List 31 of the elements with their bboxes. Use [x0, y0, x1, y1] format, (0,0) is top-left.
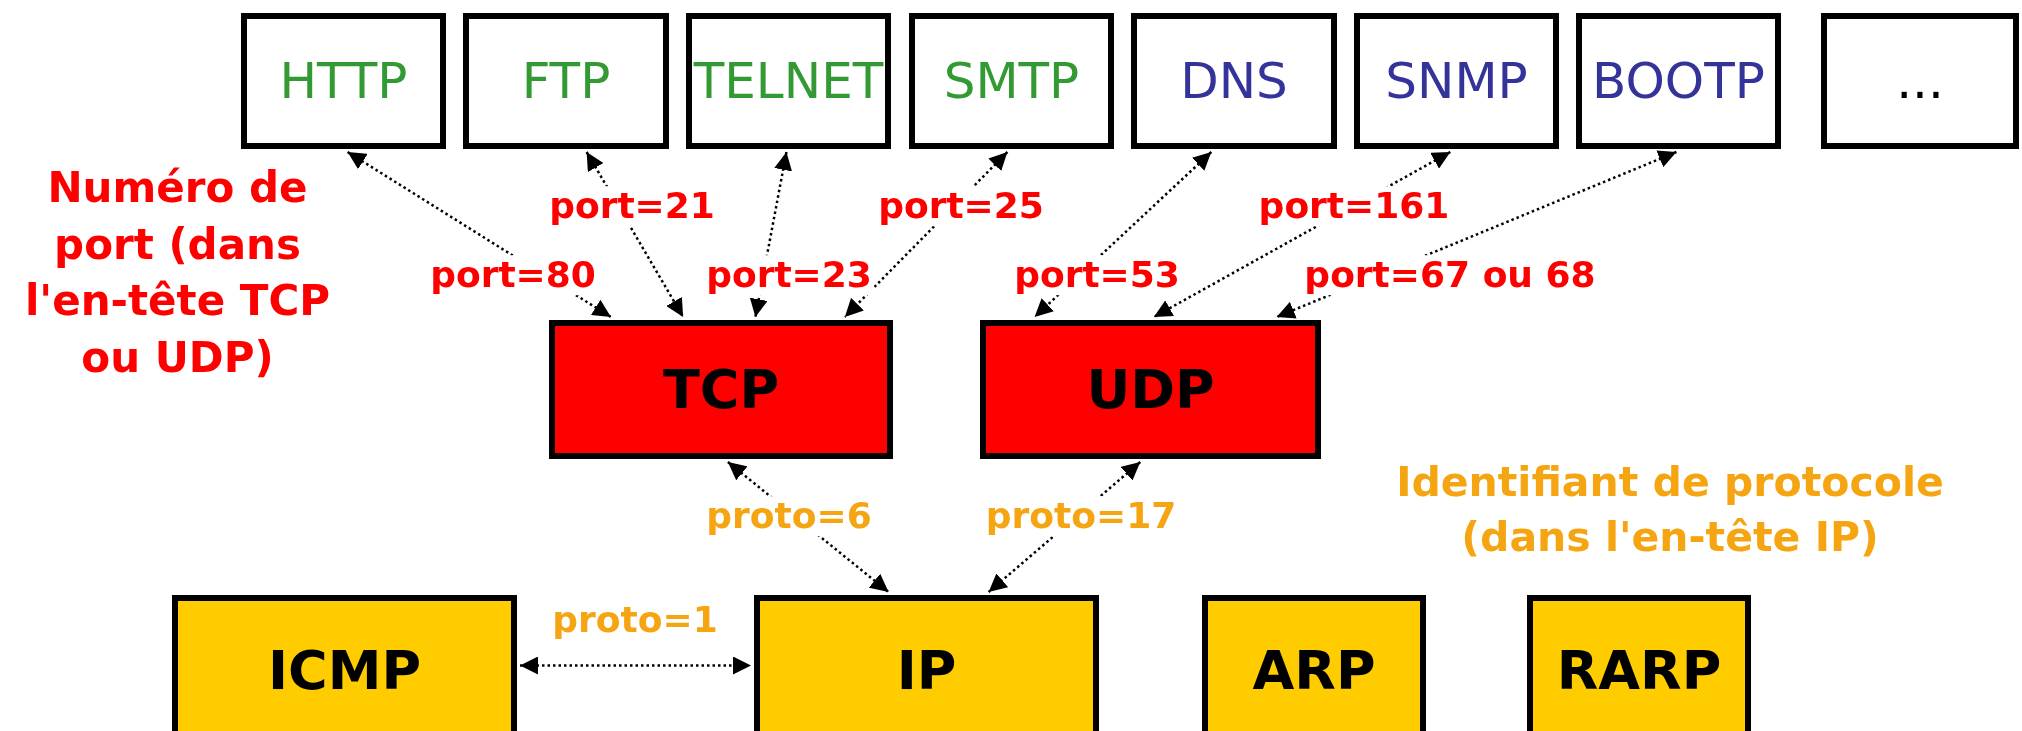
- protocol-name: ICMP: [267, 638, 421, 702]
- protocol-name: ARP: [1252, 638, 1376, 702]
- protocol-box: [463, 13, 669, 149]
- annotation-text: Numéro de port (dans l'en-tête TCP ou UDP): [23, 162, 332, 385]
- protocol-box: [980, 320, 1321, 459]
- protocol-name: BOOTP: [1592, 52, 1765, 110]
- protocol-box: [1354, 13, 1559, 149]
- protocol-box: [241, 13, 446, 149]
- protocol-name: RARP: [1556, 638, 1722, 702]
- protocol-box: [909, 13, 1114, 149]
- protocol-name: HTTP: [279, 52, 408, 110]
- annotation-text: Identifiant de protocole (dans l'en-tête IP): [1395, 457, 1945, 564]
- protocol-box: [1821, 13, 2019, 149]
- protocol-name: FTP: [521, 52, 611, 110]
- protocol-box: [549, 320, 893, 459]
- protocol-box: [1131, 13, 1337, 149]
- protocol-name: IP: [896, 638, 957, 702]
- protocol-name: TCP: [662, 358, 779, 421]
- protocol-name: TELNET: [693, 52, 884, 110]
- double-arrow: [520, 656, 751, 675]
- protocol-name: SNMP: [1385, 52, 1528, 110]
- protocol-box: [1202, 595, 1426, 731]
- protocol-box: [754, 595, 1099, 731]
- protocol-box: [172, 595, 517, 731]
- protocol-name: SMTP: [943, 52, 1080, 110]
- protocol-name: DNS: [1180, 52, 1288, 110]
- protocol-name: ...: [1896, 52, 1944, 110]
- protocol-box: [1576, 13, 1781, 149]
- protocol-box: [686, 13, 891, 149]
- protocol-box: [1527, 595, 1751, 731]
- protocol-name: UDP: [1086, 358, 1215, 421]
